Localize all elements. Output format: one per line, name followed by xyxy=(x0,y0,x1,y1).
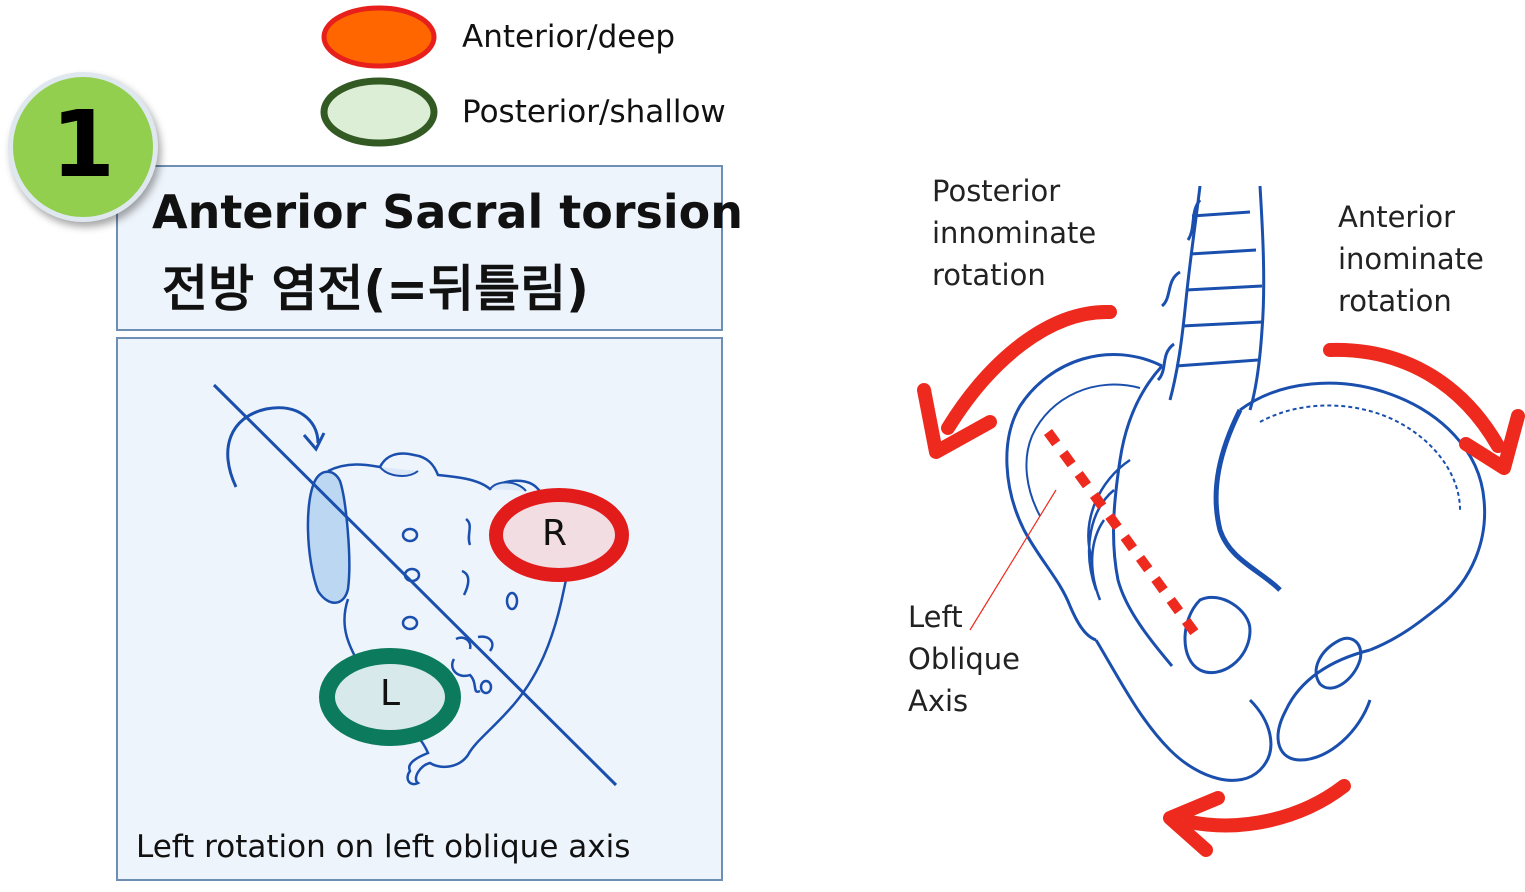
anterior-deep-swatch xyxy=(321,5,437,69)
title-english: Anterior Sacral torsion xyxy=(152,185,744,239)
sacral-foramen xyxy=(479,679,493,695)
pelvis-diagram: Posterior innominate rotation Anterior i… xyxy=(900,160,1525,890)
sacral-crest-mark xyxy=(461,569,470,596)
left-ala-shape xyxy=(306,470,351,604)
sacroiliac-joint xyxy=(1213,408,1282,592)
title-box: Anterior Sacral torsion 전방 염전(=뒤틀림) xyxy=(116,165,743,331)
pubic-outline xyxy=(1094,639,1273,782)
sacral-crest-mark xyxy=(477,635,494,652)
bottom-rotation-arrowhead xyxy=(1163,791,1225,857)
sacral-crest-mark xyxy=(451,658,481,693)
left-oblique-axis-dashed xyxy=(1043,429,1205,643)
sacral-base-right xyxy=(489,481,527,492)
bottom-rotation-arrow xyxy=(1183,779,1351,833)
left-oblique-axis-line xyxy=(212,383,618,787)
title-korean: 전방 염전(=뒤틀림) xyxy=(162,260,590,318)
anterior-innominate-label: Anterior inominate rotation xyxy=(1338,200,1484,318)
posterior-shallow-swatch xyxy=(320,77,438,147)
posterior-innominate-label: Posterior innominate rotation xyxy=(932,174,1097,292)
right-marker-label: R xyxy=(542,513,568,554)
left-ilium-outline xyxy=(1005,353,1163,642)
panel-caption: Left rotation on left oblique axis xyxy=(136,829,631,865)
left-ilium-inner xyxy=(1025,383,1141,517)
posterior-rotation-arrow xyxy=(941,304,1117,435)
legend-label-posterior: Posterior/shallow xyxy=(462,94,726,130)
legend-item-anterior: Anterior/deep xyxy=(320,4,675,70)
spine-outline xyxy=(1248,185,1266,411)
right-pubic-outline xyxy=(1276,648,1372,762)
vertebra-lines xyxy=(1175,210,1263,368)
sacrum-panel: R L Left rotation on left oblique axis xyxy=(116,337,723,881)
posterior-rotation-arrowhead xyxy=(917,383,997,459)
rotation-arrow xyxy=(226,406,320,488)
right-obturator-foramen xyxy=(1314,636,1363,690)
step-number: 1 xyxy=(50,91,115,198)
right-ilium-outline xyxy=(1239,381,1487,652)
legend-label-anterior: Anterior/deep xyxy=(462,19,676,55)
anterior-rotation-arrow xyxy=(1323,342,1505,453)
anterior-rotation-arrowhead xyxy=(1459,409,1525,475)
left-posterior-marker xyxy=(319,648,461,746)
rotation-arrow-head xyxy=(302,432,326,452)
sacral-crest-mark xyxy=(465,518,472,546)
right-ilium-inner xyxy=(1259,404,1461,511)
legend-item-posterior: Posterior/shallow xyxy=(320,76,726,148)
sacral-foramen xyxy=(505,591,519,611)
right-anterior-marker xyxy=(489,488,629,582)
sacral-base-left xyxy=(379,466,419,477)
vertebra-process xyxy=(1156,199,1202,382)
sacrum-outline xyxy=(1112,364,1174,667)
obturator-foramen xyxy=(1183,595,1252,675)
sacral-foramen xyxy=(401,527,419,543)
axis-leader-line xyxy=(969,489,1057,631)
sacrum-illustration xyxy=(212,383,629,787)
sacral-crest-mark xyxy=(455,636,472,650)
step-number-badge: 1 xyxy=(8,72,158,222)
left-marker-label: L xyxy=(380,673,401,714)
pelvis-illustration xyxy=(917,185,1525,857)
spine-outline xyxy=(1168,185,1202,401)
sacrum-outline xyxy=(327,452,569,786)
left-oblique-axis-label: Left Oblique Axis xyxy=(908,600,1020,718)
sacral-segments xyxy=(1087,458,1131,601)
sacral-foramen xyxy=(401,615,419,631)
